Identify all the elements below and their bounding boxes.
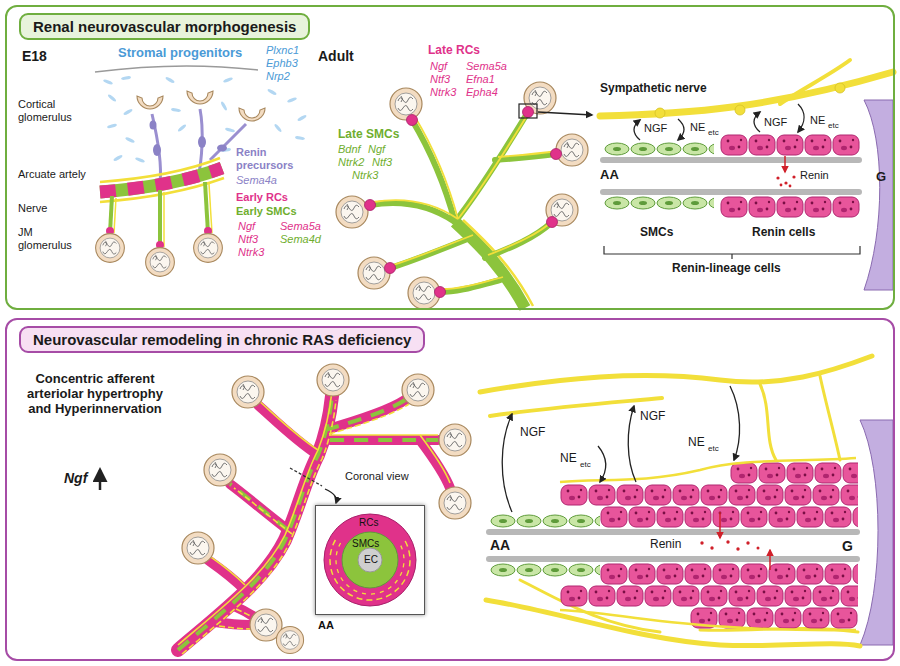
label-text: etc <box>708 444 719 453</box>
label-text: Ephb3 <box>266 57 298 70</box>
label-text: Ntf3 <box>372 156 392 169</box>
label-text: Sympathetic nerve <box>600 82 707 96</box>
panel-frame: Neurovascular remodeling in chronic RAS … <box>5 318 895 661</box>
inset-box: RCsSMCsECAA <box>315 505 425 615</box>
label-text: Coronal view <box>345 470 409 483</box>
inset-label: AA <box>318 619 334 632</box>
label-text: NGF <box>640 410 665 424</box>
inset-label: RCs <box>359 517 378 529</box>
panel-heading: Neurovascular remodeling in chronic RAS … <box>19 326 425 353</box>
label-text: NE <box>560 452 577 466</box>
label-text: Ntrk3 <box>352 169 378 182</box>
label-text: Renin <box>650 538 681 552</box>
panel-heading: Renal neurovascular morphogenesis <box>19 13 310 40</box>
label-text: Adult <box>318 48 354 64</box>
label-text: NGF <box>764 116 787 129</box>
label-text: Renin precursors <box>236 146 308 171</box>
label-text: Sema5a <box>280 220 321 233</box>
label-text: Ngf <box>368 143 385 156</box>
label-text: Renin-lineage cells <box>672 262 781 276</box>
label-text: Ntf3 <box>430 73 450 86</box>
label-text: Ngf <box>238 220 255 233</box>
label-text: Efna1 <box>466 73 495 86</box>
label-text: NGF <box>520 426 545 440</box>
label-text: SMCs <box>640 226 673 240</box>
label-text: Plxnc1 <box>266 44 299 57</box>
label-text: Ntrk3 <box>430 86 456 99</box>
label-text: Renin cells <box>752 226 815 240</box>
label-text: Nrp2 <box>266 70 290 83</box>
label-text: Ngf <box>430 60 447 73</box>
label-text: Early RCs <box>236 191 288 204</box>
label-text: Nerve <box>18 202 47 215</box>
label-text: Early SMCs <box>236 205 297 218</box>
inset-label: EC <box>364 554 378 566</box>
label-text: Cortical glomerulus <box>18 98 84 123</box>
label-text: Epha4 <box>466 86 498 99</box>
label-text: G <box>842 538 853 554</box>
label-text: Ntf3 <box>238 233 258 246</box>
label-text: G <box>876 170 886 185</box>
label-text: Concentric afferent arteriolar hypertrop… <box>16 372 174 417</box>
label-text: AA <box>600 168 619 183</box>
label-text: NGF <box>644 122 667 135</box>
label-text: etc <box>580 460 591 469</box>
label-text: JM glomerulus <box>18 226 80 251</box>
label-text: E18 <box>22 48 47 64</box>
label-text: Renin <box>800 169 829 182</box>
label-text: Ntrk3 <box>238 246 264 259</box>
inset-label: SMCs <box>352 538 379 550</box>
label-text: Sema5a <box>466 60 507 73</box>
label-text: AA <box>490 537 510 553</box>
label-text: etc <box>828 121 839 130</box>
label-text: Late RCs <box>428 44 480 58</box>
label-text: NE <box>690 121 705 134</box>
label-text: Bdnf <box>338 143 361 156</box>
label-text: NE <box>810 114 825 127</box>
label-text: Ngf <box>64 470 87 486</box>
label-text: Sema4a <box>236 174 277 187</box>
label-text: Stromal progenitors <box>118 46 242 61</box>
label-text: NE <box>688 436 705 450</box>
label-text: Arcuate artely <box>18 168 86 181</box>
label-text: Sema4d <box>280 233 321 246</box>
label-text: Late SMCs <box>338 128 399 142</box>
label-text: etc <box>708 128 719 137</box>
label-text: Ntrk2 <box>338 156 364 169</box>
